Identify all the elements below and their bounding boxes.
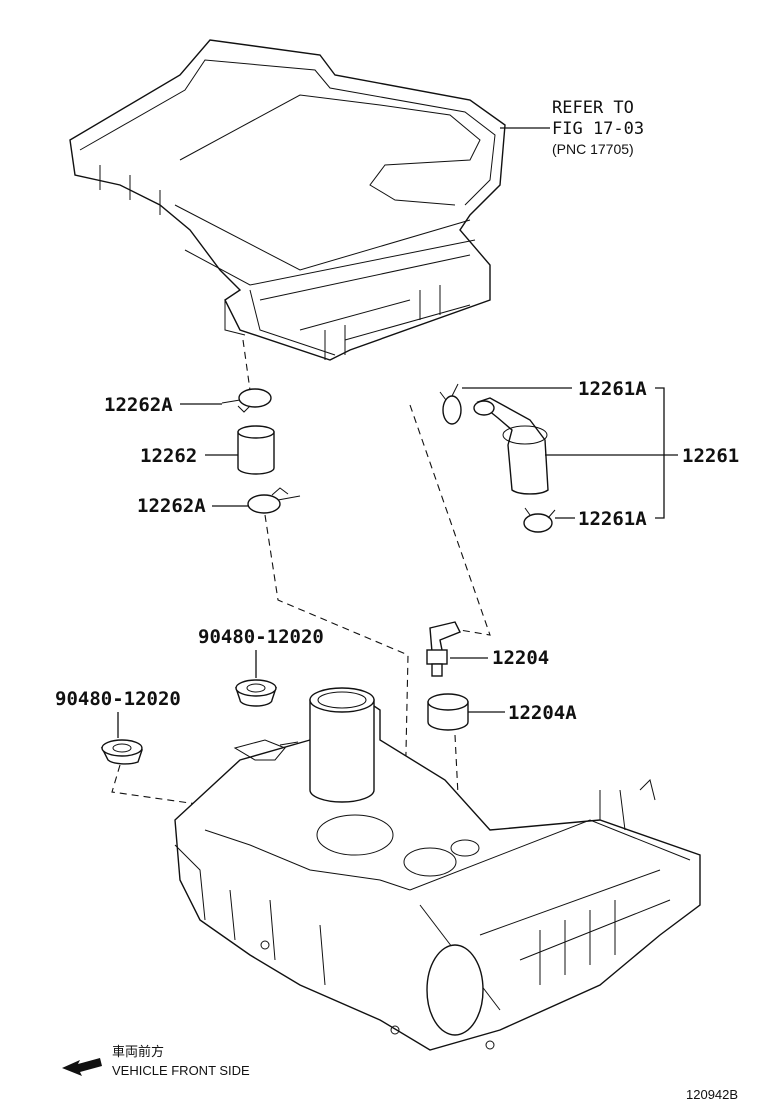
label-90480-right: 90480-12020 — [198, 626, 324, 648]
dash-grommet-to-case — [454, 734, 461, 836]
pcv-valve-12204 — [426, 621, 461, 677]
front-arrow — [62, 1058, 102, 1076]
bracket-12261 — [655, 387, 665, 519]
dash-cover-to-clamp — [242, 339, 251, 391]
dash-12261-to-12204 — [409, 404, 491, 636]
clamp-12261A-bottom — [523, 507, 556, 533]
figure-id: 120942B — [686, 1087, 738, 1102]
label-12261A-top: 12261A — [578, 378, 647, 400]
label-12204A: 12204A — [508, 702, 577, 724]
label-12262: 12262 — [140, 445, 197, 467]
refer-line-3: (PNC 17705) — [552, 141, 634, 157]
engine-cover — [69, 39, 506, 361]
grommet-12204A — [427, 693, 469, 731]
label-12262A-bottom: 12262A — [137, 495, 206, 517]
clamp-12261A-top — [439, 383, 462, 425]
refer-line-2: FIG 17-03 — [552, 119, 644, 139]
clamp-12262A-top — [221, 388, 272, 413]
grommet-90480-right — [235, 679, 277, 707]
hose-12262 — [237, 425, 275, 475]
grommet-90480-left — [100, 739, 143, 765]
label-12261: 12261 — [682, 445, 739, 467]
label-12262A-top: 12262A — [104, 394, 173, 416]
refer-line-1: REFER TO — [552, 98, 634, 118]
air-cleaner-case — [174, 687, 701, 1051]
label-12261A-bottom: 12261A — [578, 508, 647, 530]
hose-12261 — [473, 397, 549, 495]
direction-en: VEHICLE FRONT SIDE — [112, 1063, 250, 1078]
label-90480-left: 90480-12020 — [55, 688, 181, 710]
clamp-12262A-bottom — [247, 487, 301, 514]
label-12204: 12204 — [492, 647, 549, 669]
direction-jp: 車両前方 — [112, 1044, 164, 1059]
